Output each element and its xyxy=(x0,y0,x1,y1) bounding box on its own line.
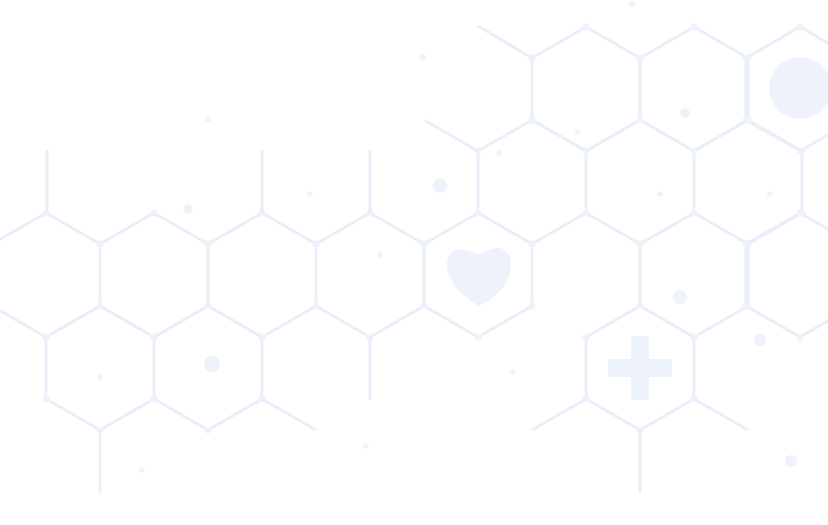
decorative-dot xyxy=(754,334,766,346)
decorative-dots xyxy=(97,1,797,473)
decorative-dot xyxy=(575,129,581,135)
hexagon xyxy=(635,22,753,156)
decorative-dot xyxy=(510,369,516,375)
decorative-dot xyxy=(183,204,193,214)
decorative-dot xyxy=(420,54,426,60)
decorative-dot xyxy=(767,191,773,197)
decorative-dot xyxy=(433,179,447,193)
hexagon xyxy=(203,208,321,342)
hexagon xyxy=(581,115,699,249)
decorative-dot xyxy=(680,108,690,118)
decorative-dot xyxy=(657,191,663,197)
hexagon xyxy=(635,208,753,342)
decorative-dot xyxy=(139,467,145,473)
hexagon xyxy=(0,208,105,342)
hexagon xyxy=(473,115,591,249)
plus-icon xyxy=(608,336,672,400)
decorative-dot xyxy=(629,1,635,7)
connector-line xyxy=(423,118,479,153)
hexagon xyxy=(95,208,213,342)
decorative-dot xyxy=(496,150,502,156)
hexagon-grid xyxy=(0,22,828,435)
hexagon xyxy=(741,208,828,342)
heart-icon xyxy=(447,248,511,306)
hexagon xyxy=(527,22,645,156)
connector-line xyxy=(261,397,317,432)
decorative-dot xyxy=(97,374,103,380)
decorative-dot xyxy=(204,356,220,372)
circle-icon xyxy=(769,57,828,119)
connector-line xyxy=(693,397,749,432)
decorative-dot xyxy=(307,191,313,197)
hexagon xyxy=(41,301,159,435)
decorative-dot xyxy=(205,116,211,122)
decorative-dot xyxy=(785,455,797,467)
hexagon xyxy=(311,208,429,342)
connector-line xyxy=(531,397,587,432)
decorative-dot xyxy=(377,252,383,258)
hexagon xyxy=(689,115,807,249)
connector-lines xyxy=(45,24,749,493)
connector-line xyxy=(477,24,533,60)
decorative-dot xyxy=(363,443,369,449)
decorative-dot xyxy=(673,290,687,304)
